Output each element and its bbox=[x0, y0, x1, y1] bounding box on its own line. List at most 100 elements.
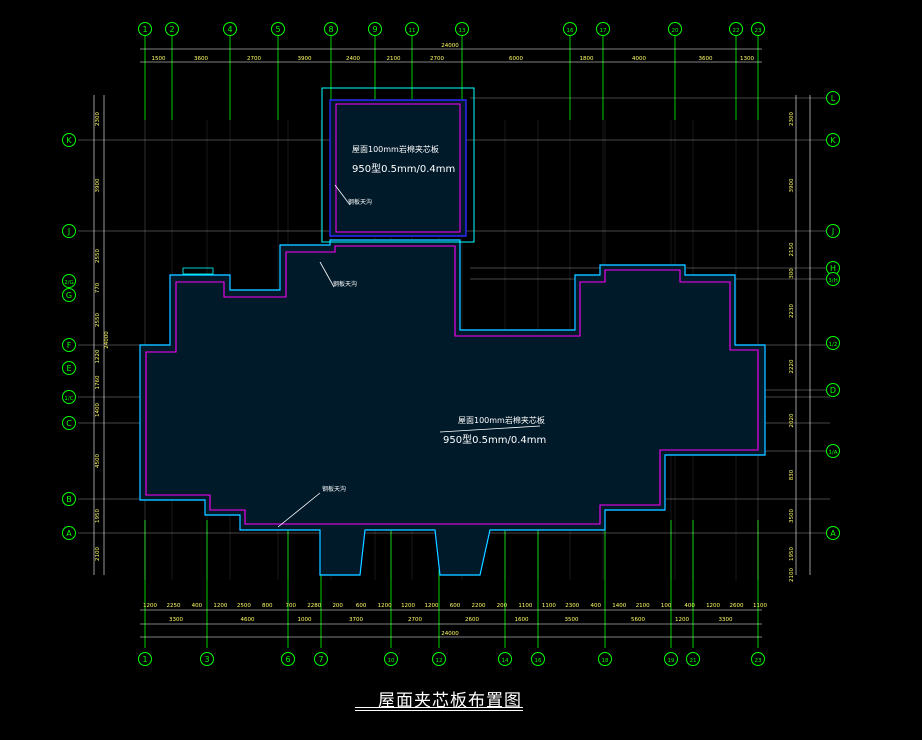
axis-bubble-bottom-9-label: 19 bbox=[668, 658, 675, 664]
axis-bubble-right-2-circle bbox=[826, 224, 840, 238]
bottom-dim-text-1: 600 bbox=[450, 603, 461, 609]
top-dim-text: 2700 bbox=[430, 56, 444, 62]
bottom-dim-text-1: 400 bbox=[684, 603, 695, 609]
bottom-dim-text-1: 2100 bbox=[636, 603, 650, 609]
axis-bubble-right-6-circle bbox=[826, 383, 840, 397]
annotations: 屋面100mm岩棉夹芯板 950型0.5mm/0.4mm 屋面100mm岩棉夹芯… bbox=[277, 144, 546, 528]
leader-1 bbox=[334, 184, 351, 206]
axis-bubble-top-10-label: 20 bbox=[672, 28, 679, 34]
left-dim-text: 2550 bbox=[95, 249, 101, 263]
left-dim-text: 2100 bbox=[95, 547, 101, 561]
axis-bubble-top-11-label: 22 bbox=[733, 28, 740, 34]
axis-bubble-bottom-0-label: 1 bbox=[142, 655, 147, 664]
axis-bubble-top-10-circle bbox=[668, 22, 682, 36]
axis-bubble-top-4-circle bbox=[324, 22, 338, 36]
bottom-dim-text-1: 2500 bbox=[237, 603, 251, 609]
axis-bubble-bottom-5-label: 12 bbox=[436, 658, 443, 664]
top-dim-text: 3600 bbox=[699, 56, 713, 62]
bottom-dim-text-1: 2280 bbox=[307, 603, 321, 609]
upper-panel-note-1: 屋面100mm岩棉夹芯板 bbox=[352, 144, 439, 154]
axis-bubble-left-7-circle bbox=[62, 416, 76, 430]
bottom-dim-text-2: 1000 bbox=[298, 617, 312, 623]
right-dim-text: 1950 bbox=[789, 547, 795, 561]
axis-bubble-bottom-2-circle bbox=[281, 652, 295, 666]
main-panel-note-2: 950型0.5mm/0.4mm bbox=[443, 433, 546, 446]
right-dim-text: 2020 bbox=[789, 413, 795, 427]
axis-bubble-top-5-circle bbox=[368, 22, 382, 36]
axis-bubble-right-4-circle bbox=[826, 272, 840, 286]
top-dim-text: 2700 bbox=[247, 56, 261, 62]
bottom-dim-text-1: 1100 bbox=[753, 603, 767, 609]
axis-bubble-top-9-circle bbox=[596, 22, 610, 36]
right-dim-text: 300 bbox=[789, 268, 795, 279]
bottom-total-text: 24000 bbox=[441, 631, 459, 637]
top-dim-text: 4000 bbox=[632, 56, 646, 62]
axis-bubble-left-4-label: F bbox=[67, 341, 72, 350]
axis-bubble-right-1-label: K bbox=[830, 136, 836, 145]
bottom-dim-text-2: 1600 bbox=[515, 617, 529, 623]
top-dim-text: 6000 bbox=[509, 56, 523, 62]
axis-bubble-top-2-label: 4 bbox=[227, 25, 232, 34]
axis-bubble-left-7-label: C bbox=[66, 419, 72, 428]
main-panel-note-1: 屋面100mm岩棉夹芯板 bbox=[458, 415, 545, 425]
upper-roof-outline-inner bbox=[335, 103, 461, 233]
axis-bubble-left-9-label: A bbox=[66, 529, 72, 538]
left-dim-text: 4500 bbox=[95, 454, 101, 468]
bottom-dim-text-1: 1200 bbox=[213, 603, 227, 609]
left-dim-text: 1400 bbox=[95, 403, 101, 417]
small-skylight bbox=[182, 267, 214, 275]
right-dim-text: 830 bbox=[789, 469, 795, 480]
axis-bubble-bottom-4-circle bbox=[384, 652, 398, 666]
axis-bubble-left-0-circle bbox=[62, 133, 76, 147]
bottom-dim-text-2: 2600 bbox=[465, 617, 479, 623]
right-dim-text: 3900 bbox=[789, 178, 795, 192]
top-total-text: 24000 bbox=[441, 43, 459, 49]
bottom-dim-text-1: 400 bbox=[591, 603, 602, 609]
axis-bubble-bottom-0-circle bbox=[138, 652, 152, 666]
left-dim-text: 1220 bbox=[95, 349, 101, 363]
gutter-note-1: 钢板天沟 bbox=[348, 198, 372, 206]
bottom-dim-text-1: 1100 bbox=[542, 603, 556, 609]
axis-bubble-left-6-label: 1/C bbox=[64, 396, 73, 402]
axis-bubble-right-8-circle bbox=[826, 526, 840, 540]
axis-bubble-left-3-label: G bbox=[66, 291, 72, 300]
leader-3 bbox=[277, 492, 321, 528]
axis-bubble-right-7-circle bbox=[826, 444, 840, 458]
bottom-dim-text-2: 4600 bbox=[241, 617, 255, 623]
bottom-dim-text-1: 1200 bbox=[378, 603, 392, 609]
axis-bubble-top-6-label: 11 bbox=[409, 28, 416, 34]
top-dim-text: 2400 bbox=[346, 56, 360, 62]
axis-bubble-top-8-label: 16 bbox=[567, 28, 574, 34]
axis-bubble-bottom-2-label: 6 bbox=[285, 655, 290, 664]
left-total-text: 24000 bbox=[104, 331, 110, 349]
bottom-dim-text-2: 2700 bbox=[408, 617, 422, 623]
axis-bubble-left-9-circle bbox=[62, 526, 76, 540]
left-dim-text: 2300 bbox=[95, 112, 101, 126]
axis-bubble-bottom-7-circle bbox=[531, 652, 545, 666]
bottom-dim-text-1: 2200 bbox=[471, 603, 485, 609]
upper-roof-outline-cyan bbox=[321, 87, 475, 243]
axis-bubble-left-4-circle bbox=[62, 338, 76, 352]
upper-panel-note-2: 950型0.5mm/0.4mm bbox=[352, 162, 455, 175]
bottom-dim-text-1: 2600 bbox=[730, 603, 744, 609]
title-underline-2 bbox=[355, 710, 523, 711]
axis-bubble-top-3-circle bbox=[271, 22, 285, 36]
gutter-note-2: 钢板天沟 bbox=[333, 280, 357, 288]
bottom-dim-text-1: 1200 bbox=[706, 603, 720, 609]
left-dim-text: 3900 bbox=[95, 178, 101, 192]
axis-bubble-bottom-1-label: 3 bbox=[204, 655, 209, 664]
bottom-dim-text-2: 3300 bbox=[719, 617, 733, 623]
axis-bubble-left-3-circle bbox=[62, 288, 76, 302]
upper-roof-outline-outer bbox=[329, 99, 467, 237]
drawing-title: 屋面夹芯板布置图 bbox=[378, 691, 522, 711]
axis-bubble-top-7-label: 13 bbox=[459, 28, 466, 34]
axis-bubble-top-9-label: 17 bbox=[600, 28, 607, 34]
right-dim-text: 3500 bbox=[789, 509, 795, 523]
axis-bubble-top-0-circle bbox=[138, 22, 152, 36]
axis-bubble-right-2-label: J bbox=[831, 227, 834, 236]
axis-bubble-top-12-circle bbox=[751, 22, 765, 36]
axis-bubble-bottom-3-label: 7 bbox=[318, 655, 323, 664]
axis-bubble-top-11-circle bbox=[729, 22, 743, 36]
